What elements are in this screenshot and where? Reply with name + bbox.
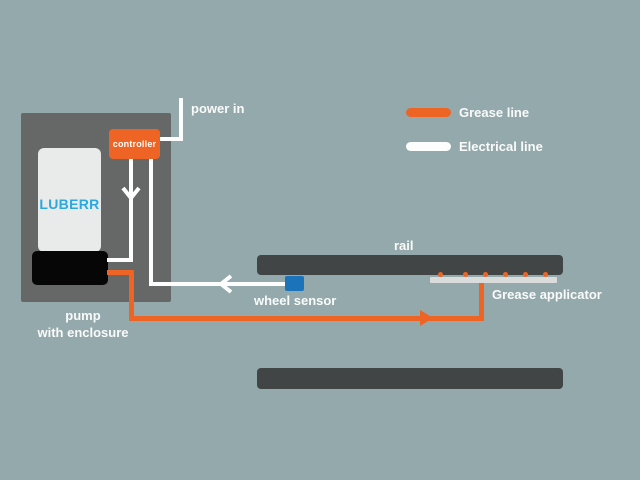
legend-grease-label: Grease line — [459, 105, 530, 120]
pump-body: LUBERR — [38, 148, 101, 252]
rail-bottom — [257, 368, 563, 389]
controller-label: controller — [112, 139, 157, 149]
grease-dot — [503, 272, 508, 277]
legend-electrical-swatch — [406, 142, 451, 151]
pump-caption-line2: with enclosure — [37, 325, 129, 340]
grease-line-vertical-to-applicator — [479, 283, 484, 321]
pump-caption-line1: pump — [65, 308, 101, 323]
grease-applicator-bar — [430, 277, 557, 283]
legend-grease-swatch — [406, 108, 451, 117]
controller-box: controller — [109, 129, 160, 159]
legend-electrical-label: Electrical line — [459, 139, 543, 154]
wheel-sensor-box — [285, 276, 304, 291]
wheel-sensor-label: wheel sensor — [254, 293, 337, 308]
controller-to-sensor-line-vertical — [149, 158, 153, 286]
rail-top — [257, 255, 563, 275]
power-line-vertical — [179, 98, 183, 141]
pump-brand-label: LUBERR — [39, 196, 100, 212]
pump-base — [32, 251, 108, 285]
power-line-horizontal — [159, 137, 183, 141]
grease-applicator-label: Grease applicator — [492, 287, 602, 302]
controller-to-pump-line-horizontal — [107, 258, 133, 262]
pump-caption: pump with enclosure — [12, 307, 154, 341]
arrow-down-icon — [121, 186, 141, 201]
grease-dot — [543, 272, 548, 277]
controller-to-pump-line-vertical — [129, 158, 133, 262]
grease-line-vertical-left — [129, 270, 134, 321]
grease-dot — [463, 272, 468, 277]
rail-label: rail — [394, 238, 414, 253]
arrow-left-icon — [218, 274, 233, 294]
grease-dot — [483, 272, 488, 277]
power-in-label: power in — [191, 101, 245, 116]
grease-dot — [438, 272, 443, 277]
grease-line-horizontal-main — [129, 316, 484, 321]
grease-dot — [523, 272, 528, 277]
grease-line-from-pump — [107, 270, 134, 275]
arrow-right-icon — [420, 310, 433, 326]
